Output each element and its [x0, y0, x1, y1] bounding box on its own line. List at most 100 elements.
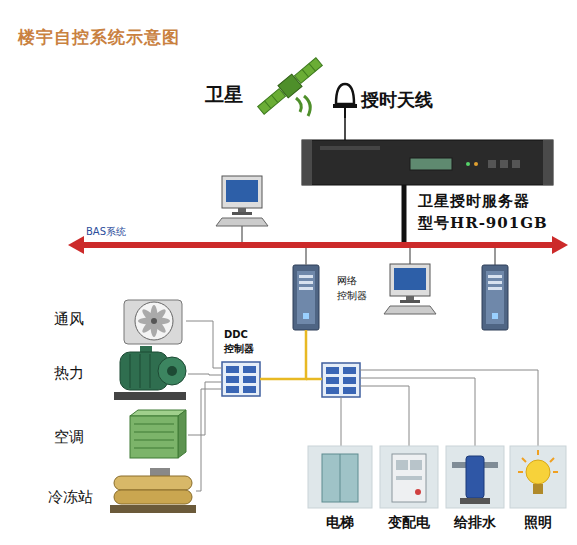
fan-icon — [151, 318, 157, 324]
chiller-icon — [110, 468, 196, 513]
water-pump-icon — [446, 446, 504, 508]
heat-pump-icon — [114, 346, 186, 400]
server-rack — [482, 248, 508, 330]
air-conditioner-icon — [134, 432, 174, 433]
server-chassis — [512, 160, 520, 168]
light-bulb-icon — [550, 458, 554, 462]
node-label: 网络 控制器 — [337, 273, 373, 303]
elevator-icon — [322, 454, 358, 502]
bas-bus: BAS系统 — [80, 242, 555, 248]
server-chassis — [500, 160, 508, 168]
light-bulb-icon — [553, 471, 558, 473]
light-bulb-icon — [510, 446, 566, 508]
control-wire — [360, 386, 409, 446]
air-conditioner-icon — [134, 448, 174, 449]
connector-line — [344, 118, 346, 140]
node-label: 授时天线 — [361, 88, 433, 112]
air-conditioner-icon — [134, 424, 174, 425]
air-conditioner-icon — [178, 410, 186, 458]
control-wire — [341, 370, 538, 446]
ddc-controller-box — [322, 363, 360, 397]
satellite-icon — [265, 101, 271, 109]
satellite-icon — [258, 89, 286, 115]
elevator-icon — [340, 454, 341, 502]
node-label: DDC 控制器 — [224, 328, 264, 356]
antenna-icon — [333, 104, 357, 108]
connector-line — [188, 382, 222, 435]
chiller-station-node: 冷冻站 — [110, 468, 196, 514]
antenna-icon — [336, 84, 354, 104]
water-supply-node: 给排水 — [446, 446, 504, 508]
water-pump-icon — [466, 456, 484, 498]
light-bulb-icon — [537, 450, 539, 455]
time-server-node: 卫星授时服务器 型号HR-901GB — [302, 140, 553, 185]
light-bulb-icon — [533, 484, 543, 494]
elevator-icon — [308, 446, 372, 508]
satellite-icon — [294, 58, 322, 84]
control-wire — [360, 378, 475, 446]
satellite-icon — [304, 96, 310, 116]
workstation — [384, 264, 436, 314]
server-rack — [494, 248, 496, 265]
heat-pump-icon — [158, 357, 186, 385]
server-chassis — [302, 140, 553, 185]
chiller-icon — [114, 476, 192, 490]
ddc-controller-node: DDC 控制器 — [222, 362, 260, 396]
air-conditioning-node: 空调 — [128, 410, 188, 460]
satellite-node: 卫星 — [255, 60, 327, 112]
satellite-icon — [256, 55, 325, 116]
elevator-node: 电梯 — [308, 446, 372, 508]
control-wire — [360, 370, 538, 446]
node-label: 热力 — [54, 364, 84, 383]
node-label: 空调 — [54, 428, 84, 447]
heat-pump-icon — [140, 354, 141, 388]
node-label: 给排水 — [446, 514, 504, 532]
air-conditioner-icon — [130, 410, 186, 416]
workstation — [384, 248, 436, 314]
connector-line — [260, 330, 306, 379]
ddc-controller-box — [222, 362, 260, 396]
network-controller-tower — [293, 265, 319, 330]
server-chassis — [410, 158, 452, 170]
heat-pump-icon — [167, 366, 177, 376]
node-label: 冷冻站 — [48, 488, 93, 507]
satellite-icon — [296, 98, 301, 112]
ddc-controller-box — [222, 362, 260, 396]
antenna-node: 授时天线 — [333, 82, 357, 118]
power-cabinet-icon — [396, 476, 422, 480]
light-bulb-icon — [518, 471, 523, 473]
satellite-icon — [256, 55, 325, 116]
light-bulb-icon — [526, 460, 550, 484]
server-chassis — [320, 146, 380, 150]
fan-icon — [135, 302, 173, 340]
heat-pump-icon — [130, 354, 131, 388]
satellite-icon — [302, 69, 308, 77]
heating-node: 热力 — [112, 346, 188, 402]
air-conditioner-icon — [134, 440, 174, 441]
ventilation-node: 通风 — [122, 298, 186, 344]
satellite-icon — [309, 64, 315, 72]
connector-line — [305, 248, 307, 265]
chiller-icon — [114, 490, 192, 504]
server-chassis — [543, 140, 553, 185]
fan-icon — [124, 300, 182, 344]
water-pump-icon — [452, 462, 466, 468]
power-cabinet-icon — [380, 446, 438, 508]
lighting-node: 照明 — [510, 446, 566, 508]
power-distribution-node: 变配电 — [380, 446, 438, 508]
server-chassis — [488, 160, 496, 168]
water-pump-icon — [460, 498, 490, 504]
server-chassis — [302, 140, 312, 185]
node-label: 变配电 — [380, 514, 438, 532]
light-bulb-icon — [522, 458, 526, 462]
control-wire — [341, 397, 342, 446]
light-bulb-icon — [510, 446, 566, 508]
node-label: 卫星授时服务器 型号HR-901GB — [418, 190, 550, 234]
node-label: 卫星 — [205, 82, 243, 108]
network-controller-node: 网络 控制器 — [293, 265, 319, 330]
air-conditioner-icon — [130, 410, 186, 458]
network-controller-tower — [293, 265, 319, 330]
